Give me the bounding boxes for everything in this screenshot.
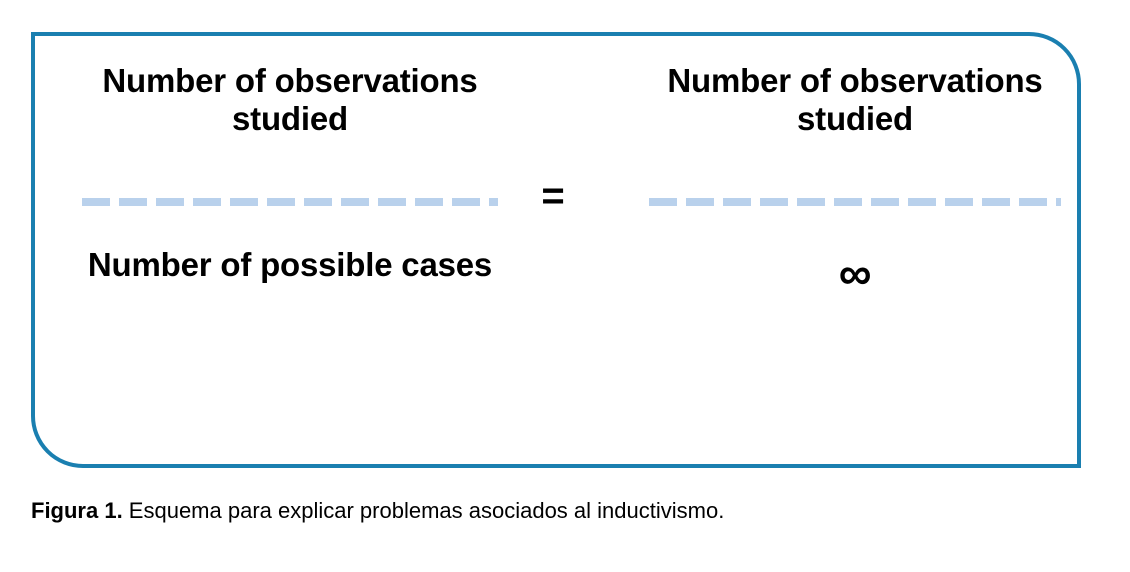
left-fraction-denominator: Number of possible cases: [87, 246, 493, 283]
left-fraction-bar: [82, 198, 498, 206]
figure-caption: Figura 1. Esquema para explicar problema…: [31, 497, 1101, 525]
right-fraction-numerator: Number of observations studied: [667, 62, 1043, 138]
right-fraction: Number of observations studied ∞: [633, 58, 1077, 340]
equals-operator: =: [525, 58, 581, 216]
diagram-frame: Number of observations studied Number of…: [31, 32, 1081, 468]
equals-sign-glyph: =: [541, 174, 565, 218]
right-fraction-bar: [649, 198, 1061, 206]
equation: Number of observations studied Number of…: [35, 58, 1077, 388]
left-fraction: Number of observations studied Number of…: [55, 58, 525, 336]
figure-caption-text: Esquema para explicar problemas asociado…: [122, 498, 725, 523]
right-fraction-denominator-infinity-symbol: ∞: [838, 247, 872, 299]
left-fraction-numerator: Number of observations studied: [102, 62, 478, 138]
figure-caption-label: Figura 1.: [31, 498, 123, 523]
